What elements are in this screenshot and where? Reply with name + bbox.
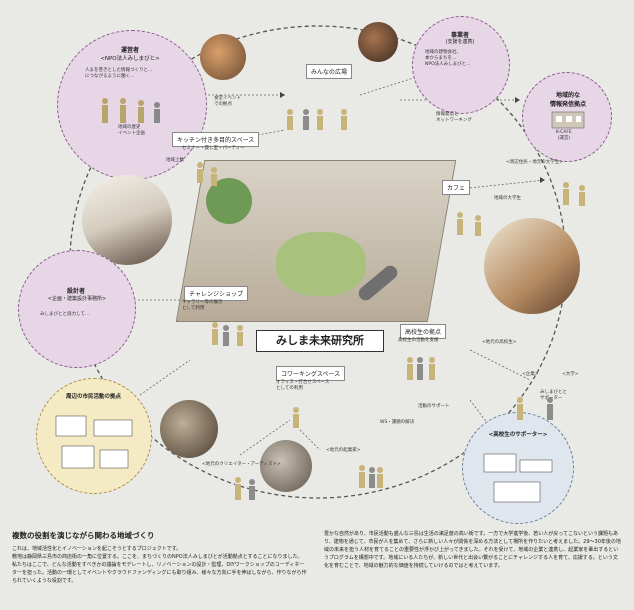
space-koukou: 高校生の拠点 — [400, 324, 447, 339]
note-10: 活動のサポート — [418, 404, 450, 409]
note-2: 地域の歴史 イベント企画 — [118, 125, 145, 136]
footer-heading: 複数の役割を演じながら関わる地域づくり — [12, 531, 155, 540]
designer-node — [18, 250, 136, 368]
space-kitchen: キッチン付き多目的スペース — [172, 132, 260, 147]
space-minna: みんなの広場 — [306, 64, 353, 79]
operator-desc: 人まを巻きとした情報づくりと… につながるように働く… — [85, 68, 153, 79]
center-title: みしま未来研究所 — [256, 330, 384, 352]
photo-cafe-space — [484, 218, 580, 314]
note-7: <地元の起業家> — [326, 448, 361, 453]
civic-hub-title: 周辺の市民活動の拠点 — [65, 394, 121, 400]
courtyard-lawn — [276, 232, 366, 296]
business-subtitle: (支援を連携) — [445, 39, 475, 45]
note-12: <大学> — [562, 372, 579, 377]
designer-desc: みしまびとと協力して… — [40, 312, 90, 317]
photo-event — [200, 34, 246, 80]
note-11: <企業> — [522, 372, 539, 377]
business-title: 事業者 — [450, 32, 469, 39]
business-desc: 地域の建物会社、 本からまちを… NPO法人みしまびと… — [425, 50, 471, 67]
designer-title: 設計者 — [66, 288, 85, 295]
info-hub-title: 地域的な 情報発信拠点 — [549, 92, 586, 108]
operator-title: 運営者 — [120, 47, 139, 54]
photo-interior — [82, 175, 172, 265]
space-challenge: チャレンジショップ — [184, 286, 248, 301]
student-supporter-title: <高校生のサポーター> — [488, 432, 548, 438]
school-buildings-icon — [483, 453, 553, 503]
student-supporter-node — [462, 412, 574, 524]
note-16: ギャラリー等の展示 として利用 — [182, 300, 223, 311]
civic-buildings-icon — [55, 415, 133, 469]
building-icon — [551, 111, 585, 129]
note-14: 高校生の活動を支援 — [398, 338, 439, 343]
photo-meeting — [160, 400, 218, 458]
note-4: 地域の大学生 — [494, 196, 521, 201]
note-1: 食堂イベント での拠点 — [214, 96, 241, 107]
designer-subtitle: <企画・建築設計事務所> — [47, 296, 107, 302]
space-coworking: コワーキングスペース — [276, 366, 346, 381]
operator-subtitle: <NPO法人みしまびと> — [100, 56, 160, 62]
space-cafe: カフェ — [442, 180, 471, 195]
operator-people-icon — [102, 98, 160, 123]
note-15: オフィス・打合せスペース としての利用 — [276, 380, 330, 391]
note-3: 情報発信と ネットワーキング — [436, 112, 472, 123]
business-node — [412, 16, 510, 114]
photo-creator — [260, 440, 312, 492]
photo-workshop — [358, 22, 398, 62]
note-9: WS・課題の解決 — [380, 420, 415, 425]
note-17: セミナー・貸し室・パーティー — [182, 146, 245, 151]
footer-left-text: これは、地域活性化とイノベーションを起こそうとするプロジェクトです。 敷地は静岡… — [12, 546, 307, 584]
note-18: 地域上数 — [166, 158, 184, 163]
note-6: <地元の高校生> — [482, 340, 517, 345]
info-hub-desc: K-CAFE (運営) — [556, 130, 572, 141]
footer-right-text: 豊かな自然があり、市民活動も盛んな三島は生活の満足度の高い街です。一方で大学進学… — [324, 531, 621, 569]
note-5: <周辺住民・地元の大学生> — [506, 160, 564, 165]
note-8: <地元のクリエイター・アーティスト> — [202, 462, 281, 467]
